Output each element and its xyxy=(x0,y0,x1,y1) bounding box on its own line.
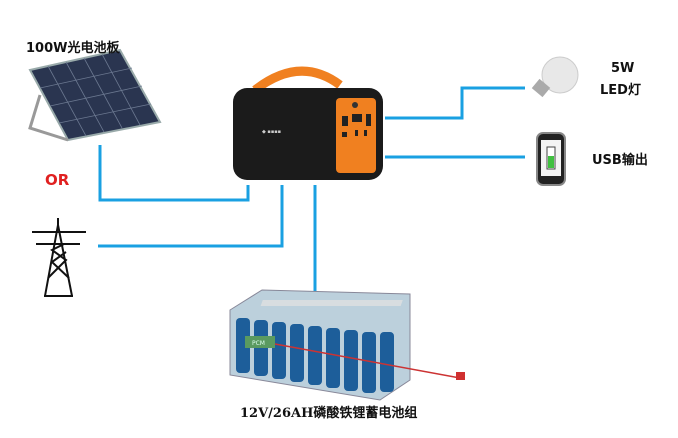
smartphone-icon xyxy=(536,132,566,186)
bulb-label: LED灯 xyxy=(600,83,641,98)
battery-label: 12V/26AH磷酸铁锂蓄电池组 xyxy=(240,406,418,421)
bulb-line xyxy=(385,86,525,120)
bms-label: PCM xyxy=(252,340,265,347)
led-bulb-icon xyxy=(531,56,579,98)
solar-panel-label: 100W光电池板 xyxy=(26,41,120,56)
connection-lines xyxy=(98,86,525,292)
bulb-power-label: 5W xyxy=(611,61,635,76)
grid-line xyxy=(98,185,284,248)
solar-line xyxy=(98,145,250,202)
battery-pack-icon: PCM xyxy=(229,289,465,401)
or-label: OR xyxy=(45,171,70,189)
svg-text:◆ ▪▪▪▪: ◆ ▪▪▪▪ xyxy=(262,129,281,135)
solar-panel-icon xyxy=(28,48,162,142)
usb-output-label: USB输出 xyxy=(592,153,648,168)
power-station-icon: ◆ ▪▪▪▪ xyxy=(233,66,383,180)
power-tower-icon xyxy=(32,218,86,297)
